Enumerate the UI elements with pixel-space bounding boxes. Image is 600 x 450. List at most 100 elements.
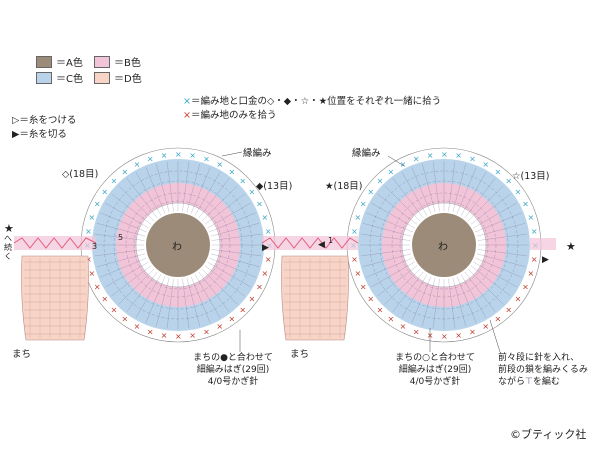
caption-left: まちの●と合わせて 細編みはぎ(29回) 4/0号かぎ針 (178, 352, 288, 388)
stitch-spoke (456, 167, 477, 214)
stitch-round (379, 180, 509, 310)
legend-b-label: ＝B色 (114, 58, 141, 69)
stitch-spoke (145, 276, 166, 323)
blue-x-mark: × (216, 160, 223, 169)
note-red-x-text: ＝編み地のみを拾う (190, 110, 277, 121)
blue-x-mark: × (505, 177, 512, 186)
legend-b: ＝B色 (94, 54, 174, 69)
blue-x-mark: × (228, 167, 235, 176)
right-cut-icon: ▶ (542, 255, 549, 265)
caption-left-line2: 細編みはぎ(29回) (196, 365, 270, 375)
blue-x-mark: × (265, 227, 272, 236)
stitch-spoke (366, 212, 413, 233)
left-motif: ×××××××××××××××××××××××××××××××××××××××× (80, 147, 276, 343)
stitch-spoke (432, 278, 440, 329)
stitch-spoke (422, 163, 436, 213)
label-left-black-diamond: ◆(13目) (256, 181, 293, 192)
note-blue-x-text: ＝編み地と口金の◇・◆・☆・★位置をそれぞれ一緒に拾う (190, 96, 442, 107)
stitch-spoke (377, 265, 418, 297)
stitch-spoke (207, 202, 251, 229)
note-right-line2: 前段の鎖を編みくるみ (498, 365, 588, 375)
stitch-spoke (362, 253, 412, 267)
stitch-spoke (105, 261, 149, 288)
red-x-mark: × (189, 331, 196, 340)
blue-x-mark: × (239, 177, 246, 186)
stitch-spoke (118, 268, 155, 305)
red-x-mark: × (515, 294, 522, 303)
stitch-spoke (96, 253, 146, 267)
stitch-spoke (477, 249, 528, 257)
blue-x-mark: × (367, 188, 374, 197)
stitch-spoke (360, 249, 411, 257)
leader-edge-right (387, 155, 405, 167)
label-center-left: わ (172, 242, 182, 253)
stitch-spoke (182, 278, 190, 329)
stitch-round (125, 192, 231, 298)
leader-note-right (489, 319, 501, 353)
label-center-right: わ (438, 242, 448, 253)
stitch-spoke (475, 212, 522, 233)
note-right-line4: を編む (532, 377, 560, 387)
blue-x-mark: × (134, 160, 141, 169)
stitch-spoke (460, 172, 487, 216)
stitch-spoke (118, 185, 155, 222)
attach-yarn-icon: ▷ (12, 115, 20, 126)
stitch-spoke (186, 163, 200, 213)
right-ring-a (412, 213, 476, 277)
left-cut-icon: ▶ (262, 243, 269, 253)
blue-x-mark: × (441, 150, 448, 159)
red-x-mark: × (161, 331, 168, 340)
left-gusset-body (21, 255, 89, 341)
stitch-spoke (145, 167, 166, 214)
stitch-spoke (96, 223, 146, 237)
stitch-spoke (166, 278, 174, 329)
cut-yarn-icon: ▶ (12, 129, 20, 140)
stitch-spoke (476, 223, 526, 237)
stitch-spoke (94, 233, 145, 241)
stitch-spoke (210, 223, 260, 237)
red-x-mark: × (367, 294, 374, 303)
red-x-mark: × (256, 282, 263, 291)
stitch-spoke (100, 212, 147, 233)
stitch-spoke (452, 163, 466, 213)
strap-left-band (14, 236, 96, 250)
note-right: 前々段に針を入れ、 前段の鎖を編みくるみ ながら⊤を編む (498, 352, 598, 388)
stitch-round (399, 200, 489, 290)
red-x-mark: × (262, 269, 269, 278)
blue-x-mark: × (122, 167, 129, 176)
stitch-spoke (211, 233, 262, 241)
blue-x-mark: × (147, 154, 154, 163)
left-gusset-rows (24, 258, 86, 338)
note-right-line3: ながら (498, 377, 526, 387)
label-edge-right: 縁編み (352, 148, 381, 159)
right-gusset-body (281, 255, 349, 341)
stitch-round (133, 200, 223, 290)
blue-x-mark: × (94, 200, 101, 209)
left-gusset (21, 255, 89, 341)
blue-x-mark: × (522, 200, 529, 209)
stitch-spoke (467, 185, 504, 222)
stitch-spoke (111, 265, 152, 297)
left-n3: 3 (92, 242, 97, 251)
stitch-spoke (198, 271, 230, 312)
swatch-c (36, 71, 52, 84)
red-x-mark: × (413, 328, 420, 337)
mid-cut-icon: ◀ (318, 240, 325, 250)
stitch-spoke (166, 161, 174, 212)
red-x-mark: × (441, 332, 448, 341)
puff-stitch-icon: ⊤ (525, 377, 533, 387)
blue-x-mark: × (388, 167, 395, 176)
blue-x-mark: × (354, 213, 361, 222)
stitch-spoke (126, 271, 158, 312)
note-red-x: ×＝編み地のみを拾う (183, 107, 276, 121)
strap-left (13, 236, 97, 250)
stitch-spoke (456, 276, 477, 323)
stitch-spoke (464, 271, 496, 312)
note-right-line1: 前々段に針を入れ、 (498, 353, 580, 363)
blue-x-mark: × (427, 151, 434, 160)
stitch-spoke (366, 257, 413, 278)
stitch-spoke (111, 193, 152, 225)
blue-x-mark: × (528, 213, 535, 222)
stitch-spoke (360, 233, 411, 241)
red-x-mark: × (239, 305, 246, 314)
